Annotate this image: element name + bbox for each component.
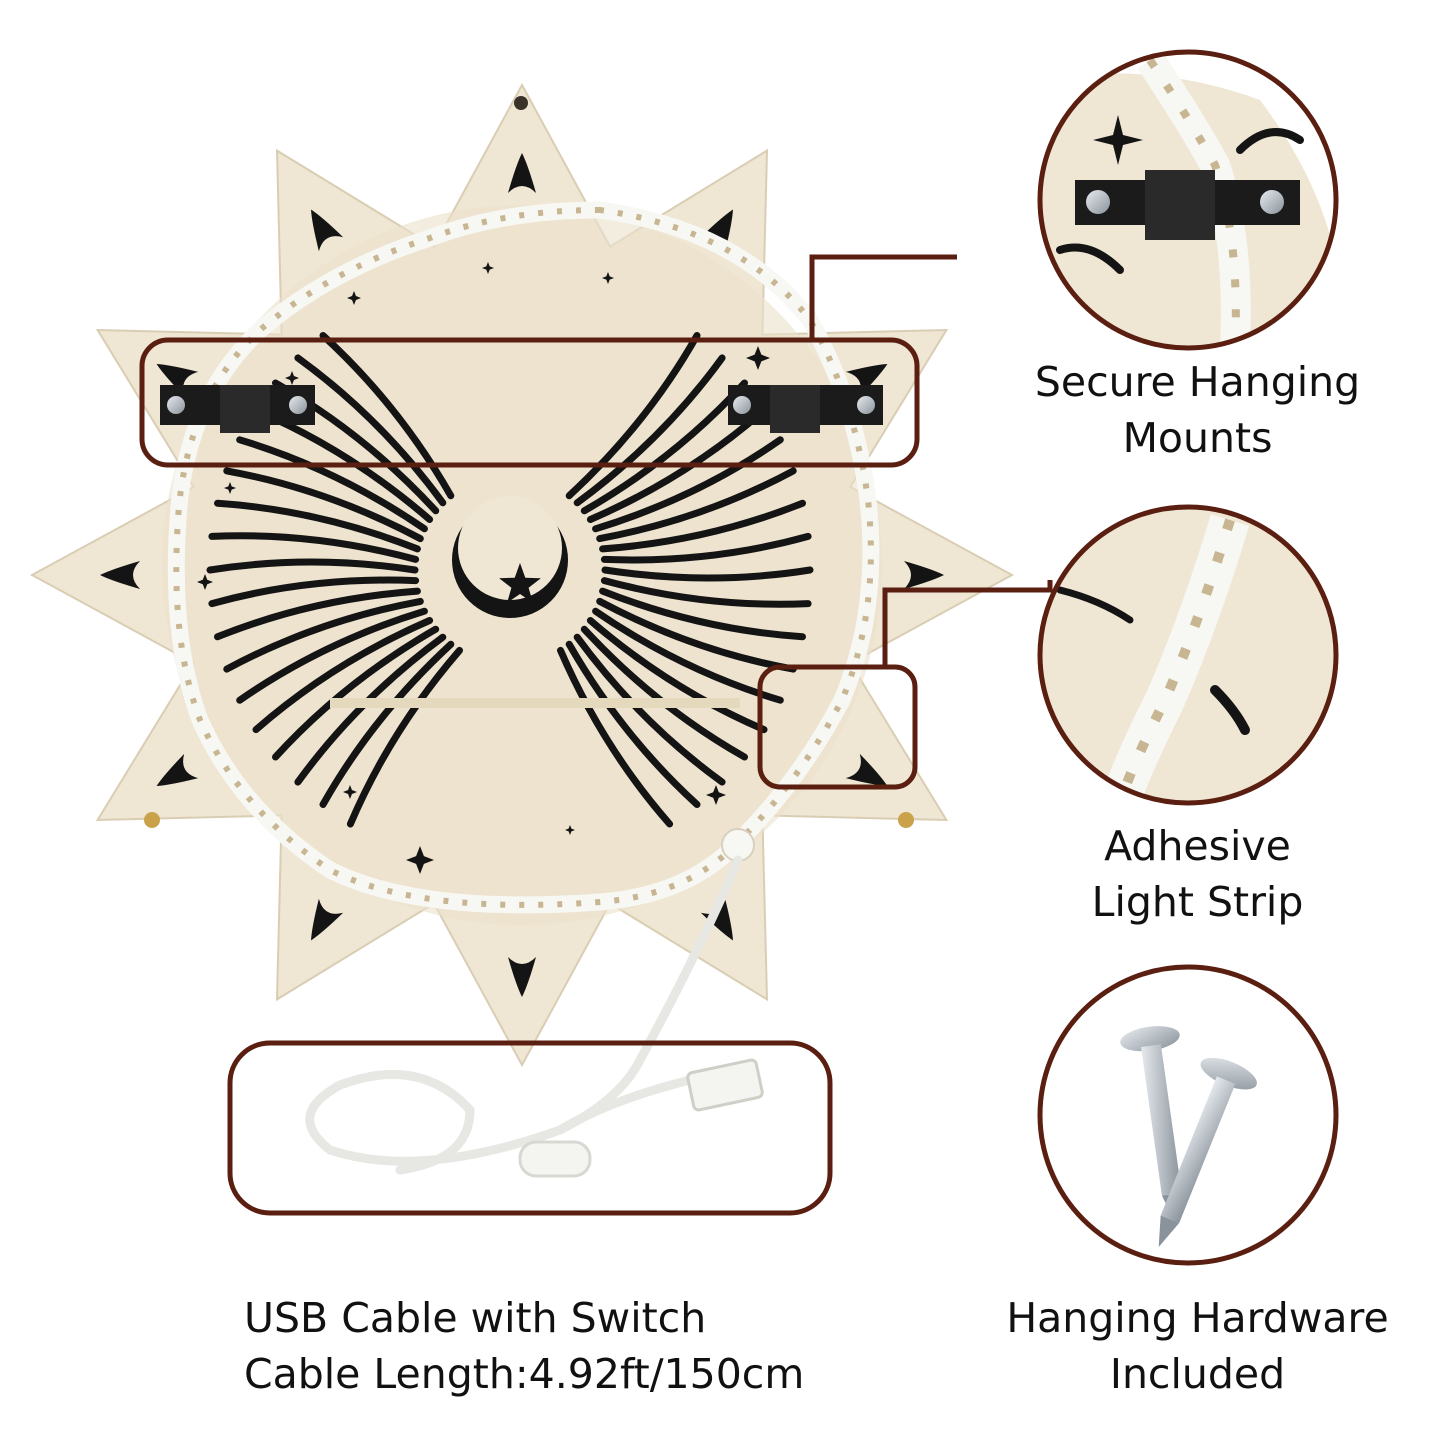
ray-cutout [599,499,806,553]
ray-cutout [573,354,726,507]
ray-cutout [223,597,424,673]
ray-cutout [600,577,812,608]
petal-cutout [156,753,199,786]
ray-cutout [272,625,440,761]
ray-cutout [294,354,447,507]
caption-line: Light Strip [1091,878,1304,926]
ray-cutout [214,499,421,553]
ray-cutout [208,576,420,608]
sparkle-icon [347,291,361,305]
sparkle-icon [224,482,236,494]
sparkle-icon [565,825,575,835]
ray-cutout [252,617,434,734]
star-sparkles [197,262,770,874]
ray-cutout [346,646,463,828]
caption-line: USB Cable with Switch [244,1294,707,1342]
caption-line: Mounts [1122,414,1273,462]
crescent-moon-icon [452,496,568,618]
caption-line: Adhesive [1104,822,1291,870]
callout-box-strip [757,664,918,790]
caption-line: Hanging Hardware [1006,1294,1389,1342]
caption-secure-hanging-mounts: Secure Hanging Mounts [1000,354,1395,466]
sparkle-icon [746,346,770,370]
leader-line-strip [882,580,1053,667]
ray-cutout [596,597,797,673]
petal-cutouts [100,153,944,997]
foot-left [144,812,160,828]
cable-switch [518,1140,592,1178]
caption-adhesive-light-strip: Adhesive Light Strip [1000,818,1395,930]
ray-cutout [586,617,768,734]
petal-cutout [508,957,536,997]
mount-bracket-right [728,385,883,433]
ray-cutout [565,332,701,500]
ray-cutout [580,379,748,515]
petal-cutout [845,753,888,786]
callout-box-cable [227,1040,833,1216]
callout-box-mounts [139,337,920,468]
ray-cutout [236,436,428,533]
caption-line: Included [1109,1350,1286,1398]
ray-cutout [214,587,421,641]
ray-cutout [319,332,455,500]
caption-line: Secure Hanging [1034,358,1361,406]
mount-bracket-left [160,385,315,433]
petal-cutout [311,209,344,252]
ray-cutout [573,633,726,786]
petal-cutout [845,364,888,397]
ray-cutout [206,558,419,574]
petal-cutout [508,153,536,193]
ray-cutout [208,532,420,563]
ray-cutout [557,646,674,828]
sparkle-icon [602,272,614,284]
petal-cutout [156,364,199,397]
ray-cutout [592,436,784,533]
sparkle-icon [197,574,213,590]
sparkle-icon [706,785,726,805]
ray-cutout [319,640,455,808]
caption-line: Cable Length:4.92ft/150cm [244,1350,805,1398]
ray-cutout [236,607,428,704]
ray-cutout [586,406,768,523]
zoom-circle-hardware [1037,964,1339,1266]
sparkle-icon [343,785,357,799]
screws-icon [1120,1026,1257,1248]
zoom-circle-strip [1037,504,1339,806]
petal-cutout [311,898,344,941]
caption-hanging-hardware: Hanging Hardware Included [975,1290,1420,1402]
caption-usb-cable: USB Cable with Switch Cable Length:4.92f… [244,1290,884,1402]
foot-right [898,812,914,828]
ray-cutout [223,467,424,543]
sun-panel [29,82,1015,1068]
sparkle-icon [285,371,299,385]
petal-cutout [100,561,140,589]
leader-line-mounts [809,254,957,340]
ray-cutout [601,566,814,582]
ray-cutout [599,587,806,641]
sparkle-icon [482,262,494,274]
horizon-band [330,698,740,708]
usb-plug [686,1058,764,1112]
hanging-hole [514,96,528,110]
ray-cutout [600,532,812,564]
ray-cutout [596,467,797,543]
star-icon [499,563,541,603]
zoom-circle-mounts [1037,49,1339,351]
ray-cutout [565,640,701,808]
petal-cutout [904,561,944,589]
sparkle-icon [406,846,434,874]
ray-cutout [592,607,784,704]
petal-cutout [700,898,733,941]
